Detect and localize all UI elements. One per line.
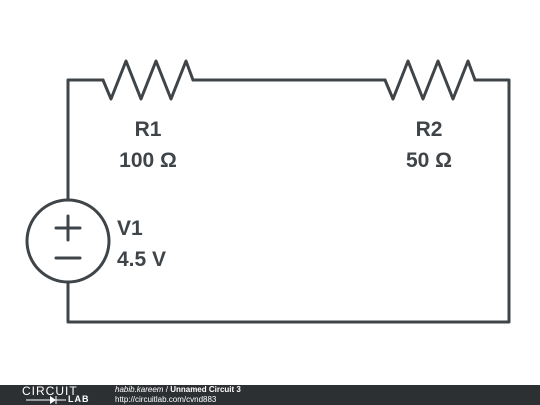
r2-value-label: 50 Ω bbox=[406, 149, 452, 172]
schematic-canvas: R1 100 Ω R2 50 Ω V1 4.5 V bbox=[25, 59, 511, 324]
logo-circuit-text: CIRCUIT bbox=[22, 384, 78, 398]
footer-bar: CIRCUIT LAB habib.kareem / Unnamed Circu… bbox=[0, 385, 540, 405]
circuitlab-logo[interactable]: CIRCUIT LAB bbox=[22, 385, 94, 405]
resistor-r1[interactable] bbox=[101, 59, 195, 101]
wire-top-right bbox=[66, 78, 511, 324]
credits-separator: / bbox=[165, 385, 168, 394]
wire-top-left bbox=[66, 78, 105, 202]
r1-value-label: 100 Ω bbox=[119, 149, 177, 172]
v1-name-label: V1 bbox=[117, 217, 143, 240]
logo-diode-icon bbox=[26, 396, 66, 404]
resistor-r2[interactable] bbox=[383, 59, 477, 101]
logo-lab-text: LAB bbox=[68, 394, 90, 404]
circuit-title[interactable]: Unnamed Circuit 3 bbox=[170, 385, 241, 394]
r2-name-label: R2 bbox=[416, 118, 443, 141]
v1-value-label: 4.5 V bbox=[117, 248, 166, 271]
author-link[interactable]: habib.kareem bbox=[115, 385, 164, 394]
credits-line: habib.kareem / Unnamed Circuit 3 bbox=[115, 385, 241, 395]
circuit-credits: habib.kareem / Unnamed Circuit 3 http://… bbox=[115, 385, 241, 405]
voltage-source-v1[interactable] bbox=[25, 198, 111, 284]
r1-name-label: R1 bbox=[135, 118, 162, 141]
circuit-url[interactable]: http://circuitlab.com/cvnd883 bbox=[115, 395, 217, 404]
